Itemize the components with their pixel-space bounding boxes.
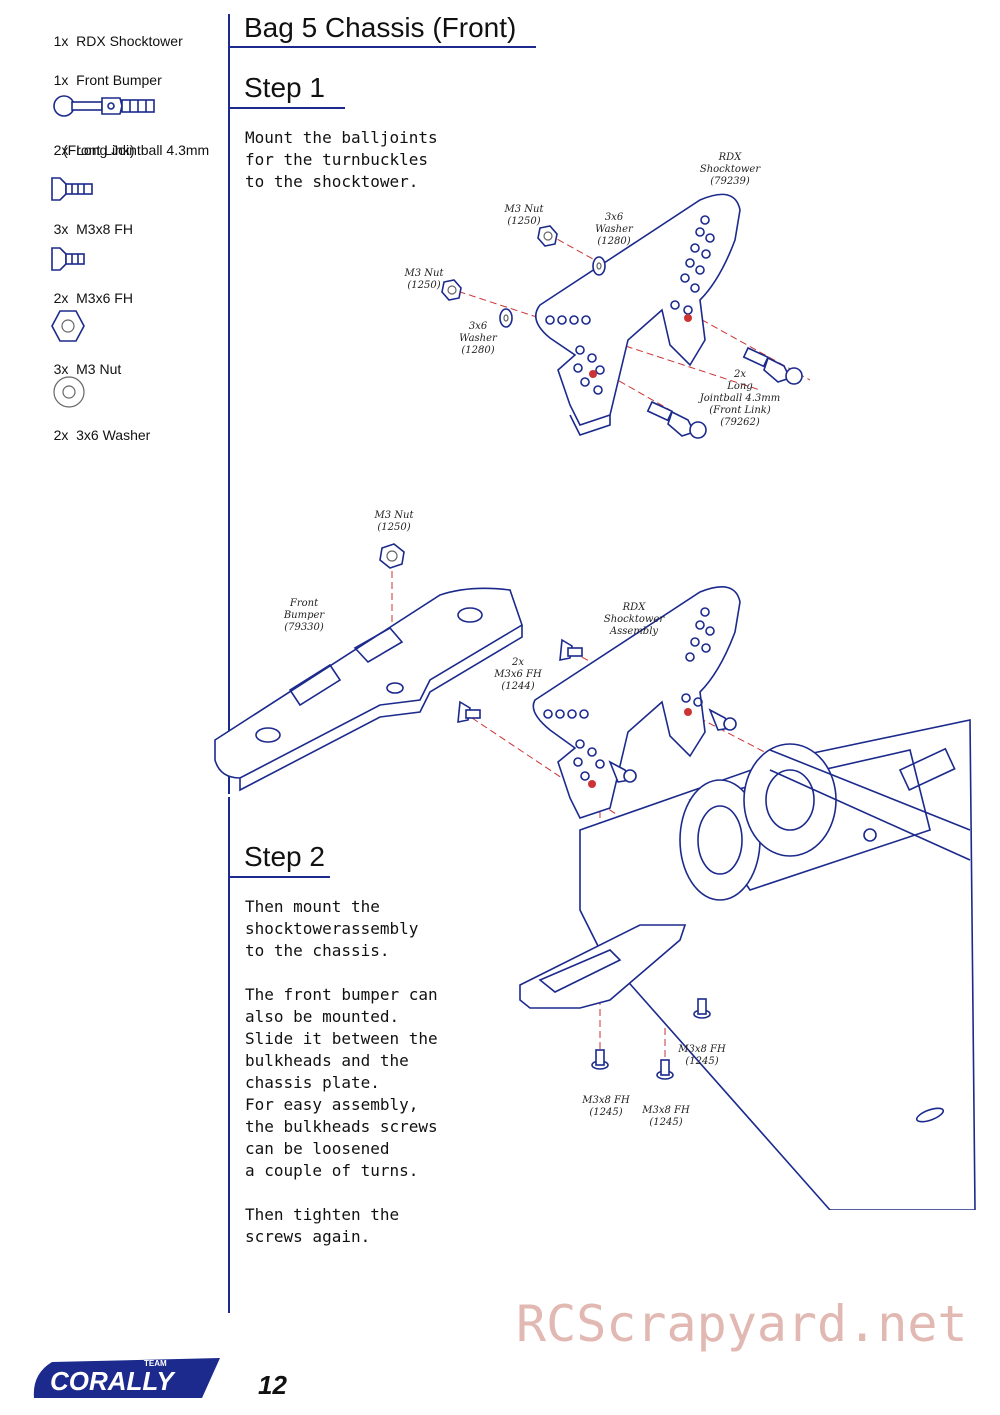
- step2-underline: [230, 876, 330, 878]
- label-step2-m3-nut: M3 Nut (1250): [374, 510, 414, 533]
- washer-icon: [53, 376, 85, 408]
- nut-icon: [51, 310, 85, 342]
- label-m3x6-screws: 2x M3x6 FH (1244): [494, 657, 542, 692]
- logo-team-text: TEAM: [144, 1359, 167, 1368]
- part-item: 2x 3x6 Washer: [53, 427, 151, 443]
- part-item: 3x M3x8 FH: [53, 221, 133, 237]
- step2-heading: Step 2: [244, 841, 325, 872]
- part-item: 2x M3x6 FH: [53, 290, 133, 306]
- step1-shocktower-diagram: [441, 193, 811, 439]
- label-m3x8-screw-a: M3x8 FH (1245): [582, 1095, 630, 1118]
- screw-m3x8-icon: [51, 177, 93, 201]
- part-item: 2x Long Jointball 4.3mm: [53, 142, 210, 158]
- label-m3-nut-b: M3 Nut (1250): [404, 268, 444, 291]
- label-m3x8-screw-b: M3x8 FH (1245): [642, 1105, 690, 1128]
- label-front-bumper: Front Bumper (79330): [283, 598, 325, 633]
- title-underline: [230, 46, 536, 48]
- page-title: Bag 5 Chassis (Front): [244, 12, 517, 43]
- screw-m3x6-icon: [51, 247, 85, 271]
- divider-upper: [228, 14, 230, 794]
- page-number: 12: [258, 1370, 287, 1400]
- label-washer-a: 3x6 Washer (1280): [595, 212, 633, 247]
- step1-text: Mount the balljoints for the turnbuckles…: [245, 128, 438, 191]
- part-item: 3x M3 Nut: [53, 361, 122, 377]
- watermark: RCScrapyard.net: [516, 1295, 968, 1353]
- part-item-sub: (Front Link): [63, 142, 135, 158]
- step2-text: Then mount the shocktowerassembly to the…: [245, 897, 438, 1246]
- label-jointball: 2x Long Jointball 4.3mm (Front Link) (79…: [699, 369, 781, 428]
- label-m3-nut-a: M3 Nut (1250): [504, 204, 544, 227]
- divider-lower: [228, 797, 230, 1313]
- jointball-icon: [53, 95, 155, 117]
- corally-logo: CORALLY TEAM: [33, 1358, 221, 1398]
- label-m3x8-screw-c: M3x8 FH (1245): [678, 1044, 726, 1067]
- logo-text: CORALLY: [50, 1366, 176, 1396]
- label-shocktower-assembly: RDX Shocktower Assembly: [603, 602, 665, 637]
- part-item: 1x RDX Shocktower: [53, 33, 183, 49]
- label-shocktower: RDX Shocktower (79239): [699, 152, 761, 187]
- label-washer-b: 3x6 Washer (1280): [459, 321, 497, 356]
- step2-chassis-diagram: [214, 543, 976, 1210]
- step1-underline: [230, 107, 345, 109]
- part-item: 1x Front Bumper: [53, 72, 162, 88]
- step1-heading: Step 1: [244, 72, 325, 103]
